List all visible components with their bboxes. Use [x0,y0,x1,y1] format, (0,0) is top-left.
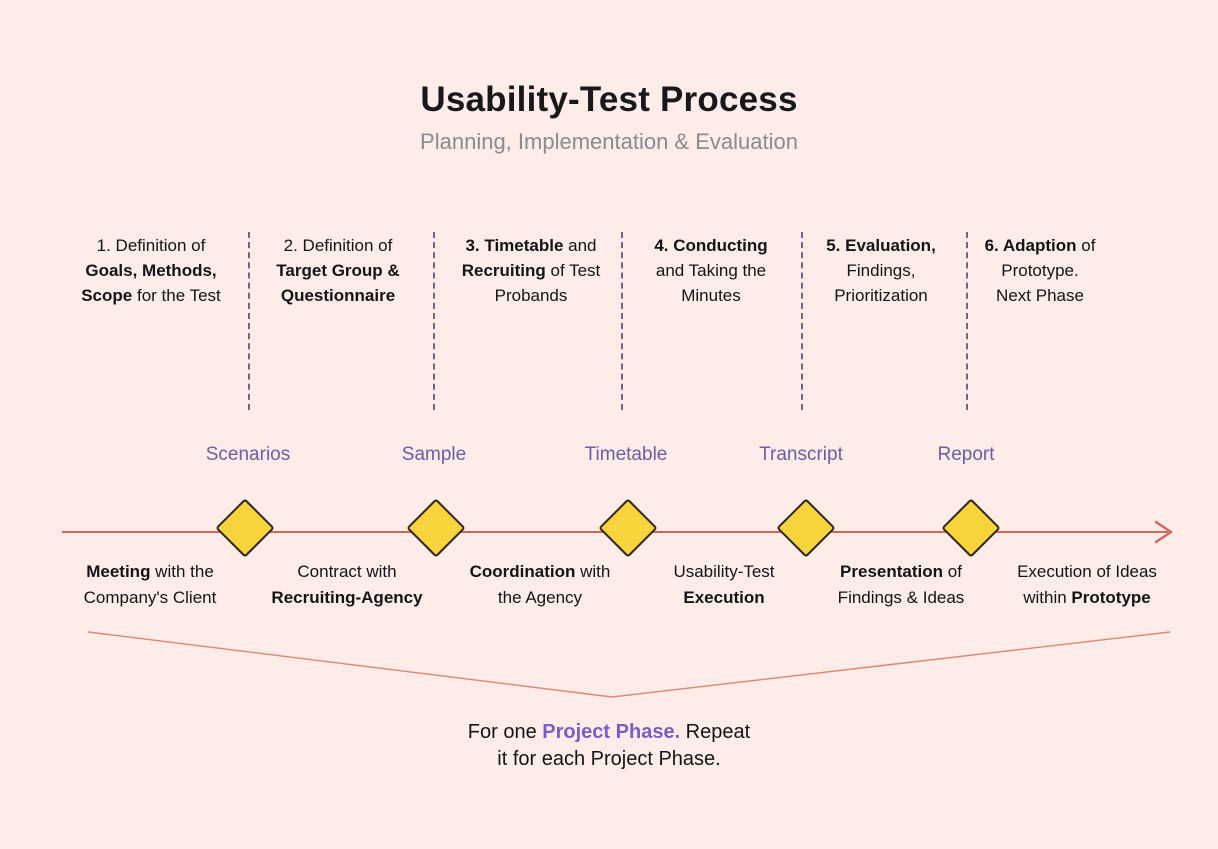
page-subtitle: Planning, Implementation & Evaluation [420,129,798,154]
phase-separator-line [966,232,968,410]
milestone-diamond-icon [215,498,275,558]
phase-description-5: 5. Evaluation,Findings,Prioritization [826,236,936,305]
milestone-label-transcript: Transcript [759,444,843,465]
phase-separator-line [621,232,623,410]
milestone-diamond-icon [776,498,836,558]
milestone-label-report: Report [937,444,995,465]
milestone-diamond-icon [406,498,466,558]
project-phase-bracket [87,631,1171,698]
milestone-label-sample: Sample [401,444,467,465]
milestone-label-scenarios: Scenarios [205,444,291,465]
page-title: Usability-Test Process [420,80,798,119]
phase-separator-line [248,232,250,410]
milestone-diamond-icon [598,498,658,558]
phase-separator-line [801,232,803,410]
phase-separator-line [433,232,435,410]
milestone-label-timetable: Timetable [584,444,668,465]
milestone-diamond-icon [941,498,1001,558]
